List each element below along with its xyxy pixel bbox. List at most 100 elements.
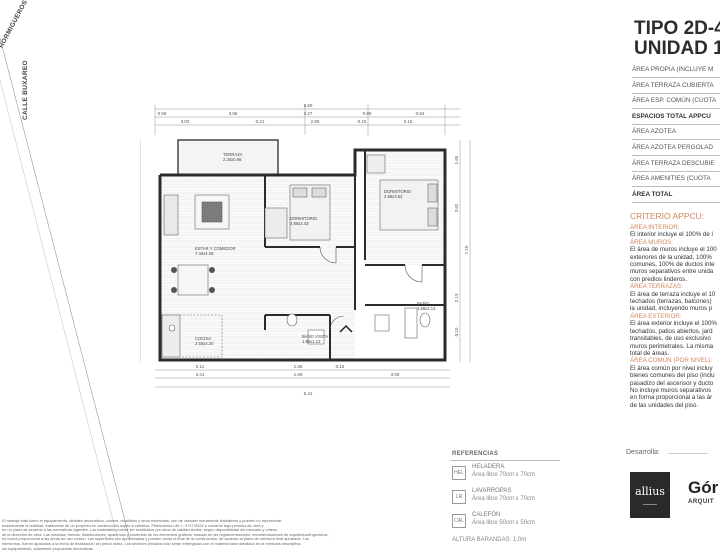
criterio-line: El área común por nivel incluy (630, 364, 713, 372)
criterio-heading: ÁREA INTERIOR: (630, 224, 680, 231)
criterio-line: muros separativos entre unida (630, 268, 714, 276)
room-label: TERRAZA (223, 152, 243, 157)
dimension-label: 8.50 (304, 103, 313, 108)
altura-barandas: ALTURA BARANDAS: 1,0m (452, 537, 527, 543)
dimension-label: 0.56 (158, 111, 167, 116)
ref-sub: Área libre 70cm x 70cm (472, 472, 536, 478)
dimension-label: 0.84 (416, 111, 425, 116)
tipo-title: TIPO 2D-4 (634, 18, 720, 39)
room-dims: 2.50x2.20 (195, 341, 214, 346)
criterio-line: techados, patios abiertos, jard (630, 327, 713, 335)
dimension-label: 3.10 (404, 119, 413, 124)
dimension-label: 8.41 (304, 391, 313, 396)
dimension-label: 0.15 (358, 119, 367, 124)
dimension-label: 0.15 (336, 364, 345, 369)
area-row: ÁREA TERRAZA DESCUBIE (632, 156, 720, 172)
criterio-line: bienes comunes del piso (inclu (630, 372, 715, 380)
criterio-line: El interior incluye el 100% de l (630, 231, 713, 239)
criterio-heading: ÁREA COMÚN (POR NIVEL): (630, 357, 713, 365)
entry-arrow-icon (339, 324, 353, 333)
criterio-line: El área exterior incluye el 100% (630, 320, 718, 328)
developer-divider (668, 453, 708, 454)
criterio-line: pasadizo del ascensor y ducto (630, 379, 714, 387)
criterio-line: El área de terraza incluye el 10 (630, 290, 716, 298)
room-label: DORMITORIO (384, 189, 412, 194)
area-row: ÁREA AZOTEA (632, 124, 720, 141)
disclaimer-line: elementos, fueron ajustados a la fecha d… (2, 540, 302, 546)
unidad-title: UNIDAD 10 (634, 38, 720, 59)
floor-plan: TERRAZA 2.34x0.95 DORMITORIO 2.95x3.62 D… (140, 103, 471, 396)
dimension-label: 3.41 (196, 372, 205, 377)
criterio-line: en forma proporcional a las ár (630, 394, 713, 402)
room-dims: 1.85x1.13 (302, 339, 321, 344)
area-row: ÁREA AZOTEA PERGOLAD (632, 140, 720, 156)
dimension-label: 7.10 (464, 245, 469, 254)
gor-logo: Gór (688, 478, 719, 497)
area-row: ÁREA TOTAL (632, 187, 720, 203)
dimension-label: 3.02 (181, 119, 190, 124)
street-lines (0, 37, 130, 540)
criterio-heading: ÁREA TERRAZAS: (630, 283, 683, 291)
referencias-title: REFERENCIAS (452, 451, 499, 457)
dimension-label: 0.21 (256, 119, 265, 124)
criterio-line: con predios linderos. (630, 275, 688, 283)
dimension-label: 3.62 (454, 203, 459, 212)
room-dims: 2.80x2.43 (290, 221, 309, 226)
developer-label: Desarrolla: (626, 449, 660, 456)
disclaimer-text: El metraje total como el equipamiento, d… (2, 519, 448, 551)
criterio-line: transitables, de uso exclusivo (630, 335, 711, 343)
dimension-label: 2.80 (311, 119, 320, 124)
room-dims: 1.58x2.13 (417, 306, 436, 311)
disclaimer-line: en un plazo de acuerdo a las normativas … (2, 527, 278, 533)
dimension-label: 1.59 (294, 372, 303, 377)
area-row: ESPACIOS TOTAL APPCU (632, 109, 720, 125)
criterio-title: CRITERIO APPCU: (630, 211, 705, 221)
criterio-heading: ÁREA EXTERIOR: (630, 312, 682, 320)
criterio-line: No incluye muros separativos (630, 386, 712, 394)
criterio-text: ÁREA INTERIOR:El interior incluye el 100… (630, 224, 720, 414)
disclaimer-line: de la dirección de obra. Las medidas, fo… (2, 531, 329, 537)
criterio-line: exteriores de la unidad, 100% (630, 253, 712, 261)
ref-name: LAVARROPAS (472, 488, 512, 494)
criterio-line: de las unidades del piso. (630, 401, 699, 409)
area-row: ÁREA PROPIA (INCLUYE M (632, 62, 720, 78)
criterio-line: techados (terrazas, balcones) (630, 298, 712, 306)
disclaimer-line: en forma proporcional a las áreas de uso… (2, 536, 310, 542)
allius-logo: allius (630, 472, 670, 518)
criterio-line: la unidad, incluyendo muros p (630, 305, 713, 313)
dimension-label: 2.13 (454, 293, 459, 302)
ref-code-icon: LR (452, 490, 466, 504)
room-dims: 7.44x4.25 (195, 251, 214, 256)
room-label: BAÑO VISITA (302, 334, 328, 339)
referencias-divider (450, 460, 560, 461)
dimension-label: 3.08 (391, 372, 400, 377)
dimension-label: 0.11 (196, 364, 205, 369)
area-row: ÁREA TERRAZA CUBIERTA (632, 78, 720, 94)
ref-name: CALEFÓN (472, 512, 501, 518)
room-label: DORMITORIO (290, 216, 318, 221)
terraza (177, 139, 279, 176)
ref-sub: Área libre 50cm x 50cm (472, 520, 536, 526)
room-label: BAÑO (417, 301, 430, 306)
area-row: ÁREA ESP. COMÚN (CUOTA (632, 93, 720, 110)
ref-code-icon: HEL (452, 466, 466, 480)
criterio-line: muros perimetrales. La misma (630, 342, 714, 350)
dimension-lines (140, 105, 471, 388)
room-label: ESTAR Y COMEDOR (195, 246, 236, 251)
disclaimer-line: exactamente la realidad, tratándose de u… (2, 522, 264, 528)
area-row: ÁREA AMENITIES (CUOTA (632, 171, 720, 188)
disclaimer-line: El metraje total como el equipamiento, d… (2, 519, 282, 523)
gor-logo-subtitle: ARQUIT (688, 499, 714, 505)
criterio-heading: ÁREA MUROS: (630, 238, 673, 246)
dimension-label: 3.27 (304, 111, 313, 116)
dimension-label: 0.99 (363, 111, 372, 116)
dimension-label: 0.10 (454, 327, 459, 336)
ref-sub: Área libre 70cm x 70cm (472, 496, 536, 502)
criterio-line: comunes, 100% de ductos inte (630, 261, 715, 269)
criterio-line: El área de muros incluye el 100 (630, 246, 717, 254)
room-dims: 2.34x0.95 (223, 157, 242, 162)
dimension-label: 1.65 (454, 155, 459, 164)
furniture (161, 154, 439, 358)
dimension-label: 3.58 (229, 111, 238, 116)
disclaimer-line: sin equipamiento, solamente propuestas d… (2, 545, 94, 551)
